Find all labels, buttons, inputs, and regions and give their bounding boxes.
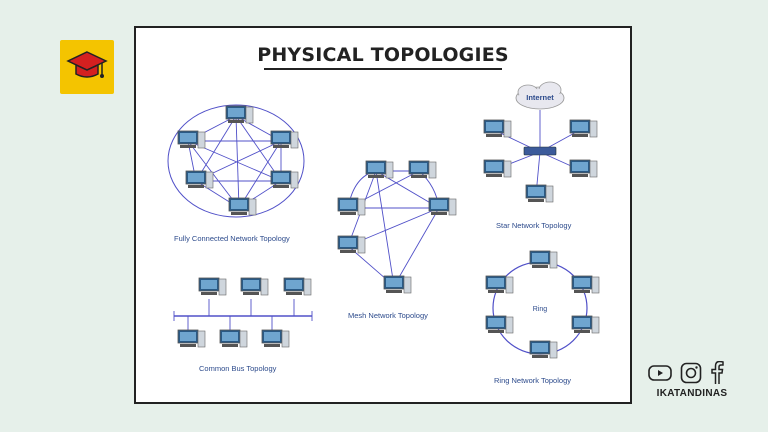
topology-slide: PHYSICAL TOPOLOGIES [134, 26, 632, 404]
computer-icon [185, 170, 214, 189]
computer-icon [529, 250, 558, 269]
computer-icon [177, 329, 206, 348]
computer-icon [485, 315, 514, 334]
social-links: IKATANDINAS [646, 360, 738, 405]
computer-icon [571, 275, 600, 294]
internet-label: Internet [526, 93, 554, 102]
computer-icon [228, 197, 257, 216]
computer-icon [408, 160, 437, 179]
computer-icon [529, 340, 558, 359]
ring-topology: Ring [485, 250, 600, 359]
mesh-topology [337, 160, 457, 294]
star-topology: Internet [483, 81, 598, 203]
computer-icon [383, 275, 412, 294]
youtube-icon[interactable] [648, 363, 672, 383]
topology-diagram: Internet [167, 81, 600, 359]
instagram-icon[interactable] [680, 362, 702, 384]
slide-title: PHYSICAL TOPOLOGIES [257, 44, 509, 66]
caption-mesh: Mesh Network Topology [348, 311, 428, 320]
computer-icon [365, 160, 394, 179]
caption-bus: Common Bus Topology [199, 364, 277, 373]
computer-icon [225, 105, 254, 124]
computer-icon [483, 119, 512, 138]
computer-icon [428, 197, 457, 216]
caption-star: Star Network Topology [496, 221, 572, 230]
computer-icon [270, 130, 299, 149]
caption-ring: Ring Network Topology [494, 376, 571, 385]
computer-icon [283, 277, 312, 296]
computer-icon [270, 170, 299, 189]
computer-icon [261, 329, 290, 348]
computer-icon [337, 197, 366, 216]
logo-badge [60, 40, 114, 94]
caption-fully-connected: Fully Connected Network Topology [174, 234, 290, 243]
computer-icon [569, 159, 598, 178]
computer-icon [569, 119, 598, 138]
title-underline [264, 68, 502, 70]
cloud-icon [515, 81, 565, 110]
computer-icon [483, 159, 512, 178]
social-handle: IKATANDINAS [656, 388, 728, 399]
computer-icon [240, 277, 269, 296]
switch-icon [523, 146, 557, 156]
computer-icon [525, 184, 554, 203]
computer-icon [571, 315, 600, 334]
graduation-cap-icon [66, 51, 108, 78]
bus-topology [173, 277, 313, 348]
computer-icon [198, 277, 227, 296]
computer-icon [219, 329, 248, 348]
fully-connected-topology [167, 104, 305, 218]
facebook-icon[interactable] [710, 361, 724, 385]
computer-icon [177, 130, 206, 149]
computer-icon [485, 275, 514, 294]
ring-label: Ring [533, 306, 548, 313]
computer-icon [337, 235, 366, 254]
